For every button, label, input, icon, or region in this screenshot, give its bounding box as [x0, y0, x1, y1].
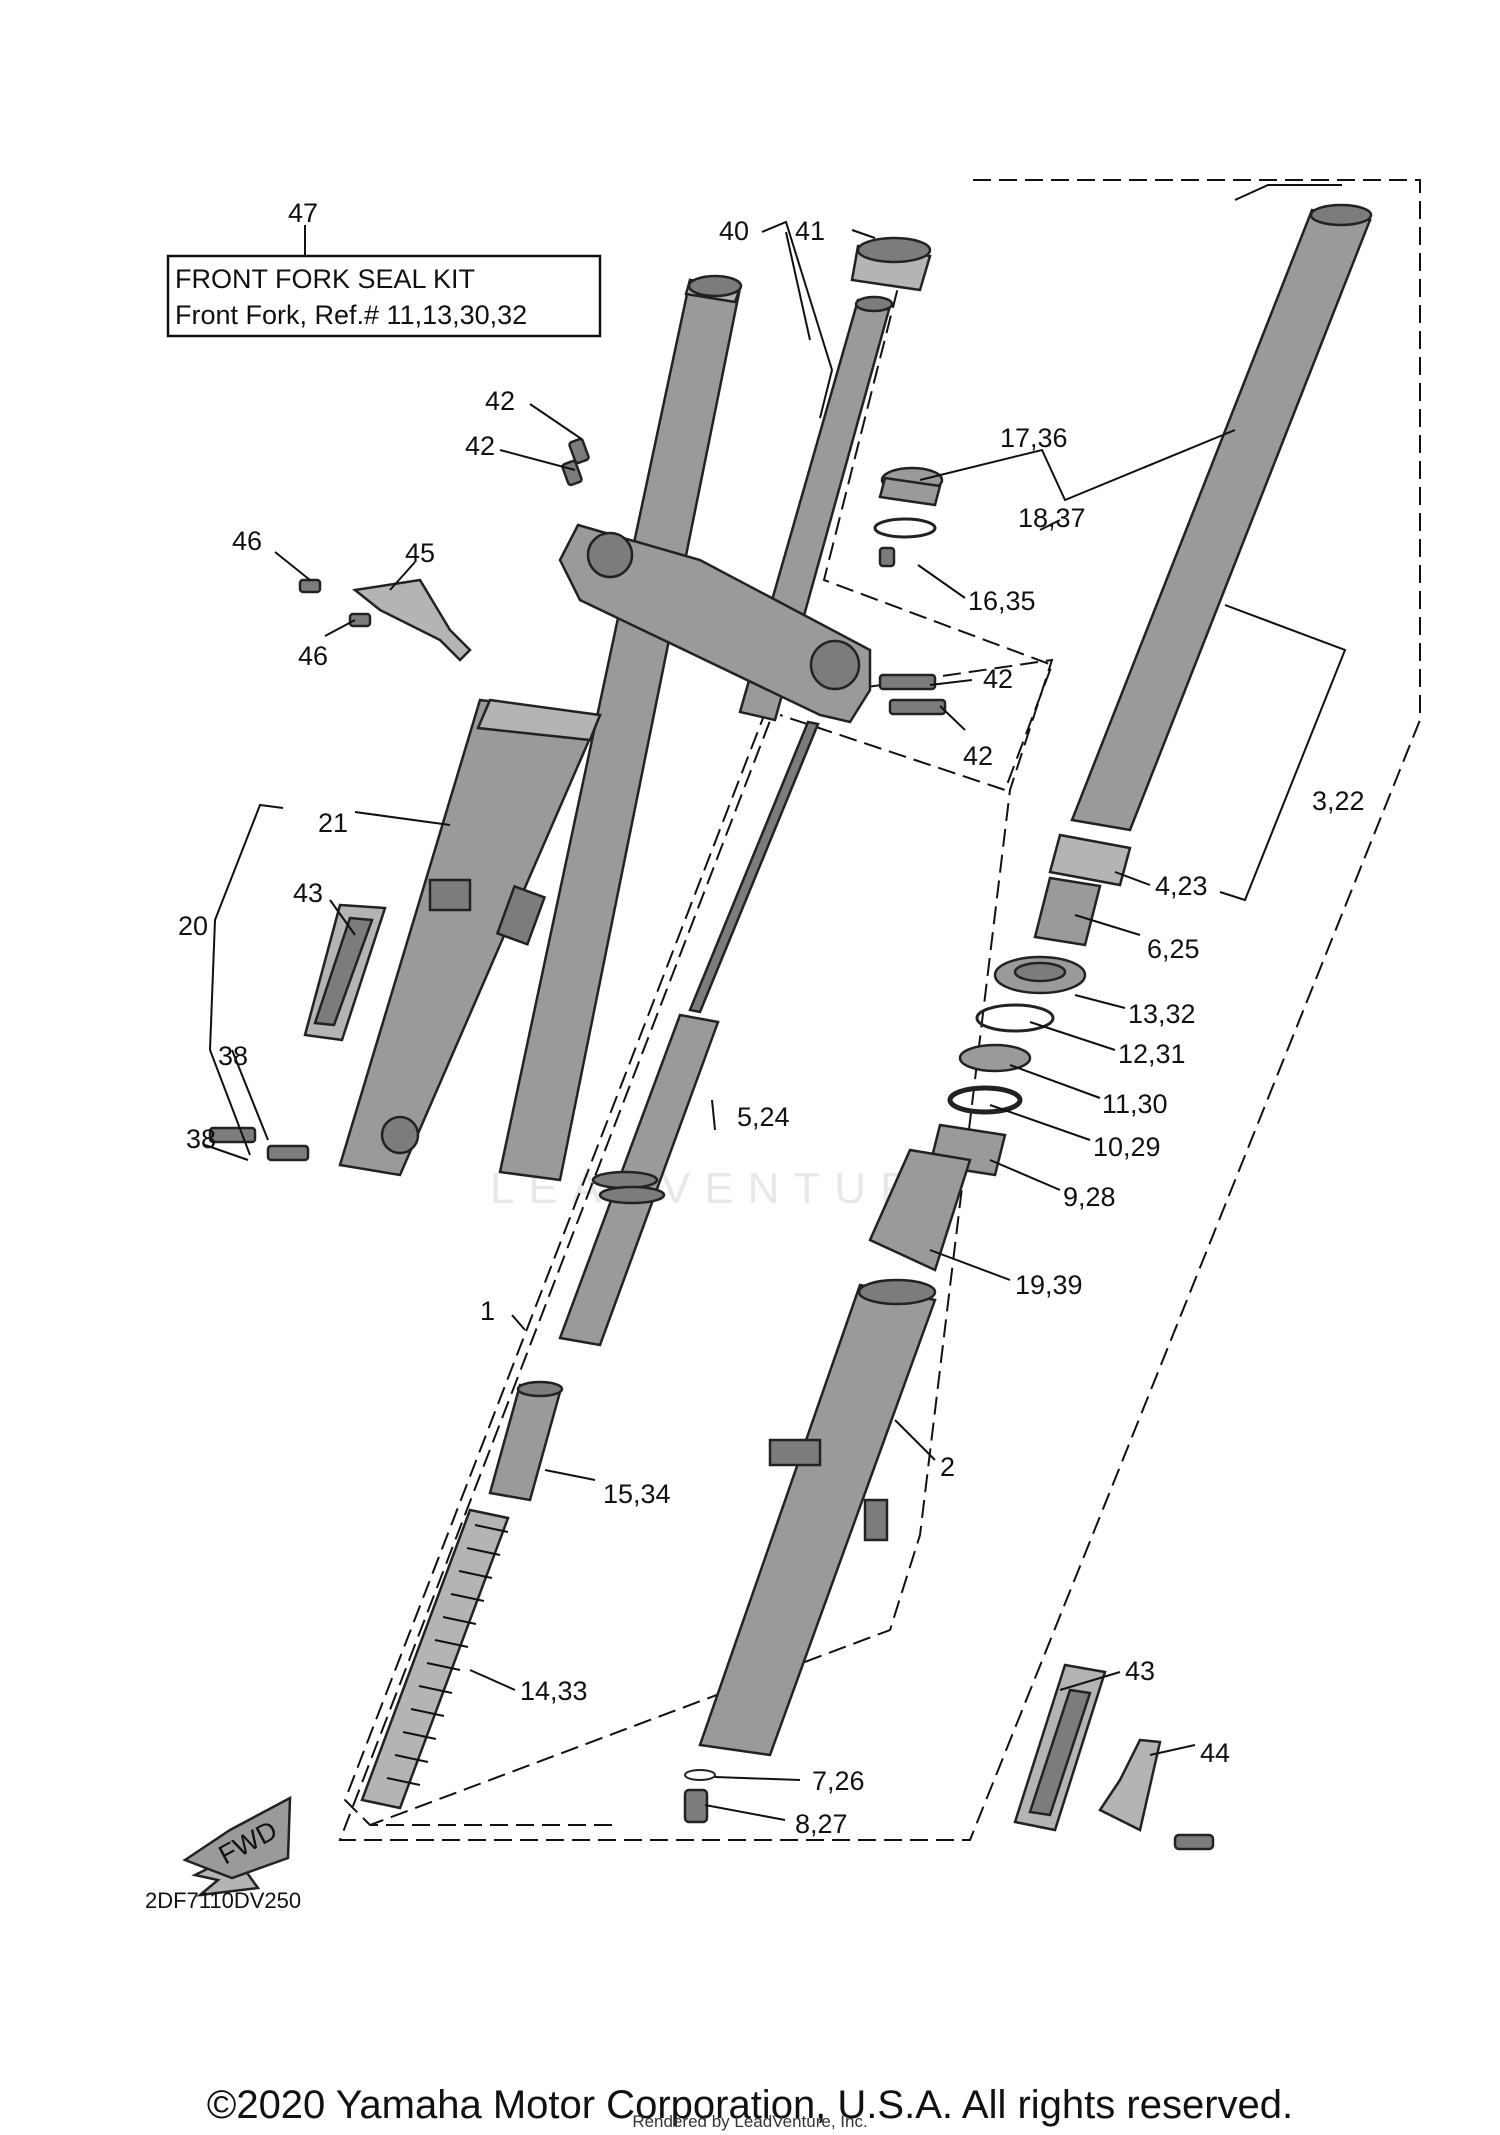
callout-12-31: 12,31: [1118, 1039, 1186, 1069]
top-cap-group-boundary: [779, 239, 1054, 792]
reflector-43-right: [1013, 1663, 1107, 1832]
bolt-46-b: [348, 612, 372, 628]
oil-seal-13-32: [993, 955, 1087, 995]
callout-19-39: 19,39: [1015, 1270, 1083, 1300]
dust-seal-11-30: [958, 1043, 1032, 1073]
callout-4-23: 4,23: [1155, 871, 1208, 901]
kit-number-label: 47: [288, 198, 318, 228]
slide-metal-4-23: [1048, 833, 1132, 887]
leader-lines: [204, 184, 1347, 1821]
damper-rod: [688, 720, 820, 1014]
copyright-notice: ©2020 Yamaha Motor Corporation, U.S.A. A…: [206, 2083, 1294, 2127]
callout-2: 2: [940, 1452, 955, 1482]
callout-9-28: 9,28: [1063, 1182, 1116, 1212]
collar-15-34: [488, 1380, 564, 1502]
callout-17-36: 17,36: [1000, 423, 1068, 453]
bolt-44-small: [1173, 1833, 1215, 1851]
bolt-42-d: [888, 698, 947, 716]
callout-20: 20: [178, 911, 208, 941]
callout-15-34: 15,34: [603, 1479, 671, 1509]
triple-clamp: [558, 523, 872, 724]
callout-42-b: 42: [465, 431, 495, 461]
damper-5-24: [558, 1013, 720, 1347]
gasket-7-26: [684, 1769, 716, 1781]
watermark-text: LEADVENTURE: [490, 1164, 969, 1213]
callout-46-b: 46: [298, 641, 328, 671]
cover-19-39: [868, 1148, 972, 1272]
callout-13-32: 13,32: [1128, 999, 1196, 1029]
bracket-44: [1098, 1738, 1162, 1832]
ring-nut-41: [850, 236, 932, 292]
callout-38-b: 38: [186, 1124, 216, 1154]
bolt-42-b: [561, 459, 583, 487]
callout-42-a: 42: [485, 386, 515, 416]
callout-45: 45: [405, 538, 435, 568]
callout-3-22: 3,22: [1312, 786, 1365, 816]
callout-46-a: 46: [232, 526, 262, 556]
callout-43-right: 43: [1125, 1656, 1155, 1686]
fwd-arrow-icon: [182, 1795, 292, 1897]
spring-14-33: [360, 1508, 510, 1810]
diagram-code: 2DF7110DV250: [145, 1888, 301, 1913]
inner-tube-3-22: [1070, 203, 1373, 832]
adjuster-16-35: [878, 546, 896, 568]
washer-10-29: [947, 1085, 1023, 1115]
bolt-38-b: [266, 1144, 310, 1162]
callout-10-29: 10,29: [1093, 1132, 1161, 1162]
callout-16-35: 16,35: [968, 586, 1036, 616]
seal-kit-box: [166, 254, 602, 338]
kit-subtitle: Front Fork, Ref.# 11,13,30,32: [175, 300, 527, 330]
retaining-clip-12-31: [975, 1003, 1055, 1033]
callout-1: 1: [480, 1296, 495, 1326]
callout-44: 44: [1200, 1738, 1230, 1768]
bolt-42-a: [568, 437, 590, 465]
kit-title: FRONT FORK SEAL KIT: [175, 264, 475, 294]
callout-5-24: 5,24: [737, 1102, 790, 1132]
bolt-8-27: [683, 1788, 709, 1824]
rendered-by-text: Rendered by LeadVenture, Inc.: [632, 2112, 868, 2131]
callout-6-25: 6,25: [1147, 934, 1200, 964]
lower-fork-leg: [338, 698, 602, 1177]
outer-tube-2: [698, 1278, 937, 1757]
bolt-46-a: [298, 578, 322, 594]
callout-42-d: 42: [963, 741, 993, 771]
callout-7-26: 7,26: [812, 1766, 865, 1796]
o-ring-18-37: [873, 517, 937, 539]
callout-8-27: 8,27: [795, 1809, 848, 1839]
callout-38-a: 38: [218, 1041, 248, 1071]
bolt-38-a: [208, 1126, 257, 1144]
callout-41: 41: [795, 216, 825, 246]
callout-43-left: 43: [293, 878, 323, 908]
cartridge-group-boundary: [343, 699, 771, 1826]
bolt-42-c: [878, 673, 937, 691]
callout-11-30: 11,30: [1102, 1089, 1168, 1119]
bracket-45: [351, 578, 472, 662]
reflector-43-left: [303, 903, 387, 1042]
slide-metal-6-25: [1033, 876, 1102, 947]
callout-40: 40: [719, 216, 749, 246]
callout-21: 21: [318, 808, 348, 838]
outer-fork-tube-21: [498, 274, 743, 1182]
callout-14-33: 14,33: [520, 1676, 588, 1706]
cap-bolt-17-36: [878, 466, 944, 507]
callout-42-c: 42: [983, 664, 1013, 694]
callout-18-37: 18,37: [1018, 503, 1086, 533]
